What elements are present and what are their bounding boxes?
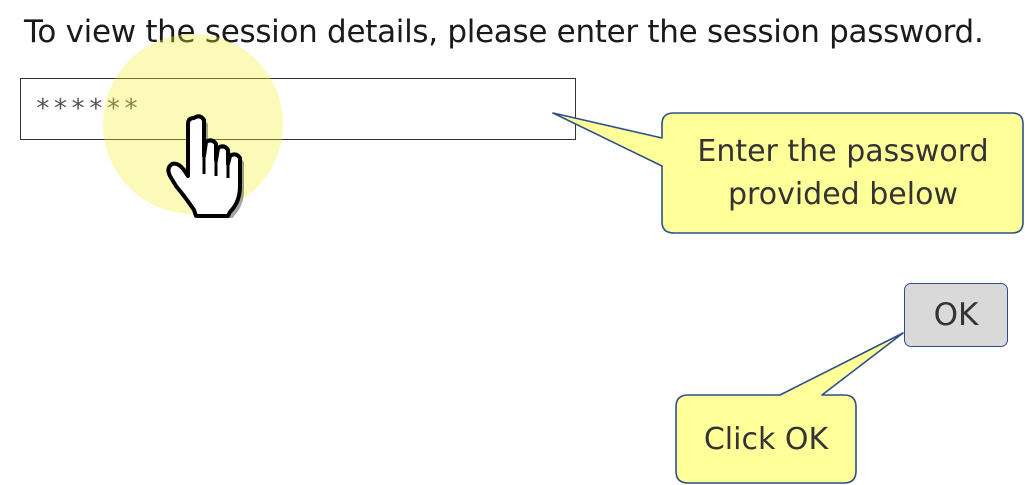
ok-callout: Click OK	[676, 395, 856, 483]
password-callout: Enter the password provided below	[662, 112, 1024, 234]
password-callout-line2: provided below	[728, 177, 958, 212]
ok-callout-label: Click OK	[703, 421, 829, 457]
ok-button[interactable]: OK	[904, 283, 1008, 347]
instruction-text: To view the session details, please ente…	[24, 14, 984, 50]
session-password-input[interactable]	[20, 78, 576, 140]
password-callout-line1: Enter the password	[697, 134, 989, 169]
